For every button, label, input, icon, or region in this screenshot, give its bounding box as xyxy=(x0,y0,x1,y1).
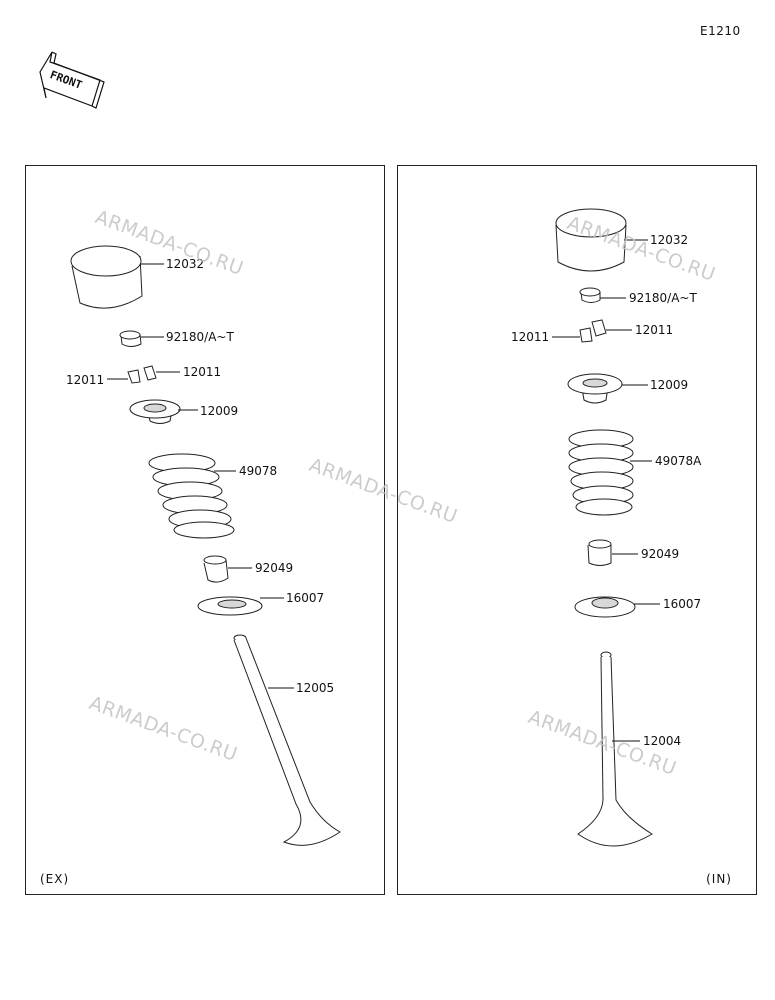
in-label-spring-seat: 16007 xyxy=(663,597,701,611)
ex-lifter xyxy=(70,245,164,309)
intake-panel: (IN) xyxy=(397,165,757,895)
in-label-lifter: 12032 xyxy=(650,233,688,247)
in-cotters xyxy=(552,319,632,343)
ex-label-shim: 92180/A~T xyxy=(166,330,234,344)
watermark: ARMADA-CO.RU xyxy=(86,692,240,766)
ex-label-cotter-left: 12011 xyxy=(66,373,104,387)
in-label-cotter-right: 12011 xyxy=(635,323,673,337)
in-label-valve: 12004 xyxy=(643,734,681,748)
in-label-cotter-left: 12011 xyxy=(511,330,549,344)
in-lifter xyxy=(555,208,648,272)
ex-seal xyxy=(203,555,252,583)
in-spring xyxy=(568,429,652,516)
ex-label-lifter: 12032 xyxy=(166,257,204,271)
ex-retainer xyxy=(129,399,198,424)
ex-spring-seat xyxy=(197,596,284,616)
diagram-code: E1210 xyxy=(700,24,741,38)
intake-panel-tag: (IN) xyxy=(706,872,732,886)
ex-valve xyxy=(233,634,341,846)
ex-label-seal: 92049 xyxy=(255,561,293,575)
in-valve xyxy=(577,651,653,847)
in-spring-seat xyxy=(574,596,660,618)
ex-label-spring: 49078 xyxy=(239,464,277,478)
ex-label-spring-seat: 16007 xyxy=(286,591,324,605)
in-label-shim: 92180/A~T xyxy=(629,291,697,305)
exhaust-panel-tag: (EX) xyxy=(40,872,70,886)
watermark: ARMADA-CO.RU xyxy=(306,454,460,528)
in-label-retainer: 12009 xyxy=(650,378,688,392)
ex-label-cotter-right: 12011 xyxy=(183,365,221,379)
ex-label-valve: 12005 xyxy=(296,681,334,695)
in-label-seal: 92049 xyxy=(641,547,679,561)
in-seal xyxy=(587,539,638,566)
in-shim xyxy=(579,287,626,303)
front-arrow-icon: FRONT xyxy=(39,51,105,109)
ex-spring xyxy=(148,453,236,539)
ex-label-retainer: 12009 xyxy=(200,404,238,418)
in-label-spring: 49078A xyxy=(655,454,702,468)
exhaust-panel: (EX) xyxy=(25,165,385,895)
in-retainer xyxy=(567,373,648,404)
ex-shim xyxy=(119,330,164,347)
ex-cotters xyxy=(107,365,180,384)
